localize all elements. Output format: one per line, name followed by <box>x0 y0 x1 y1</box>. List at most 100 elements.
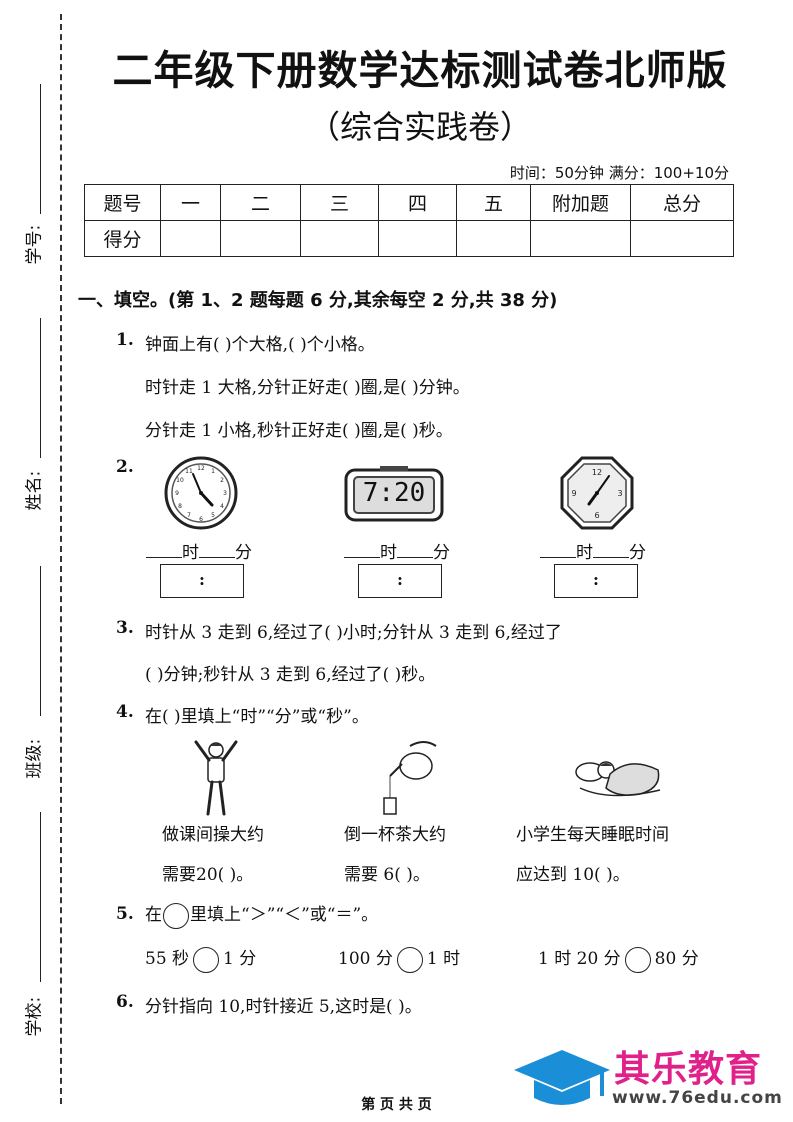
q6-line1: 分针指向 10,时针接近 5,这时是( )。 <box>145 997 422 1017</box>
digital-clock-icon <box>344 466 444 522</box>
time-answer-box[interactable]: : <box>160 564 244 598</box>
teapot-pouring-icon <box>383 741 437 815</box>
minute-blank[interactable] <box>593 544 629 558</box>
minute-label: 分 <box>629 543 646 563</box>
q2-blank-1: 时分 <box>146 538 252 563</box>
q2-blank-2: 时分 <box>344 538 450 563</box>
page-subtitle: （综合实践卷） <box>307 108 532 146</box>
q5-comparison-1: 55 秒 1 分 <box>145 944 256 973</box>
compare-left: 1 时 20 分 <box>538 949 621 969</box>
student-id-field: 学号: <box>14 84 50 284</box>
q3-line1: 时针从 3 走到 6,经过了( )小时;分针从 3 走到 6,经过了 <box>145 623 562 643</box>
score-cell: 三 <box>300 184 379 221</box>
q5-prefix: 在 <box>145 905 162 925</box>
brand-url: www.76edu.com <box>612 1088 783 1108</box>
name-label: 姓名: <box>24 470 45 511</box>
svg-text:8: 8 <box>178 503 182 510</box>
svg-text:7: 7 <box>187 512 191 519</box>
question-number: 3. <box>116 618 134 638</box>
score-input-cell[interactable] <box>456 220 531 257</box>
svg-text:10: 10 <box>176 477 184 484</box>
minute-blank[interactable] <box>199 544 235 558</box>
svg-text:6: 6 <box>199 516 203 523</box>
octagon-clock-icon: 12 3 6 9 <box>560 456 634 530</box>
score-input-cell[interactable] <box>378 220 457 257</box>
name-line[interactable] <box>40 318 41 458</box>
question-number: 2. <box>116 457 134 477</box>
q4-item1-line1: 做课间操大约 <box>162 825 264 845</box>
hour-blank[interactable] <box>146 544 182 558</box>
compare-left: 100 分 <box>338 949 393 969</box>
q4-item3-line2: 应达到 10( )。 <box>516 865 630 885</box>
compare-right: 80 分 <box>654 949 699 969</box>
compare-right: 1 分 <box>223 949 257 969</box>
brand-name: 其乐教育 <box>614 1049 763 1090</box>
compare-right: 1 时 <box>426 949 461 969</box>
q1-line1: 钟面上有( )个大格,( )个小格。 <box>145 335 375 355</box>
compare-circle-input[interactable] <box>193 946 220 973</box>
svg-text:2: 2 <box>220 477 224 484</box>
svg-text:12: 12 <box>592 468 602 477</box>
compare-left: 55 秒 <box>145 949 190 969</box>
svg-text:11: 11 <box>185 468 193 475</box>
hour-label: 时 <box>182 543 199 563</box>
score-cell: 五 <box>456 184 531 221</box>
minute-label: 分 <box>235 543 252 563</box>
score-table-score-row: 得分 <box>84 220 734 257</box>
score-input-cell[interactable] <box>630 220 734 257</box>
score-cell: 题号 <box>84 184 161 221</box>
score-cell: 总分 <box>630 184 734 221</box>
q4-item3-line1: 小学生每天睡眠时间 <box>516 825 669 845</box>
svg-text:6: 6 <box>594 511 599 520</box>
score-table-header-row: 题号 一 二 三 四 五 附加题 总分 <box>84 184 734 221</box>
hour-blank[interactable] <box>540 544 576 558</box>
svg-text:9: 9 <box>175 490 179 497</box>
sample-circle-icon <box>163 902 189 929</box>
q4-line1: 在( )里填上“时”“分”或“秒”。 <box>145 707 369 727</box>
question-number: 1. <box>116 330 134 350</box>
score-input-cell[interactable] <box>300 220 379 257</box>
q3-line2: ( )分钟;秒针从 3 走到 6,经过了( )秒。 <box>145 665 436 685</box>
question-number: 5. <box>116 904 134 924</box>
svg-text:5: 5 <box>211 512 215 519</box>
svg-text:9: 9 <box>571 489 576 498</box>
hour-blank[interactable] <box>344 544 380 558</box>
time-info: 时间：50分钟 满分：100+10分 <box>509 164 729 182</box>
school-line[interactable] <box>40 812 41 982</box>
svg-text:3: 3 <box>223 490 227 497</box>
time-answer-box[interactable]: : <box>554 564 638 598</box>
score-input-cell[interactable] <box>530 220 631 257</box>
q5-comparison-3: 1 时 20 分 80 分 <box>538 944 699 973</box>
class-field: 班级: <box>14 566 50 779</box>
page-footer: 第 页 共 页 <box>361 1097 432 1113</box>
page-title: 二年级下册数学达标测试卷北师版 <box>112 48 728 94</box>
hour-label: 时 <box>380 543 397 563</box>
graduation-cap-logo-icon <box>514 1050 610 1105</box>
exercising-boy-icon <box>194 740 238 816</box>
q4-item1-line2: 需要20( )。 <box>162 865 254 885</box>
binding-dashed-line <box>60 14 62 1104</box>
compare-circle-input[interactable] <box>396 946 423 973</box>
score-input-cell[interactable] <box>220 220 301 257</box>
school-field: 学校: <box>14 812 50 1042</box>
time-answer-box[interactable]: : <box>358 564 442 598</box>
score-table: 题号 一 二 三 四 五 附加题 总分 得分 <box>84 184 734 257</box>
svg-text:3: 3 <box>617 489 622 498</box>
q1-line3: 分针走 1 小格,秒针正好走( )圈,是( )秒。 <box>145 421 453 441</box>
q5-comparison-2: 100 分 1 时 <box>338 944 460 973</box>
q4-item2-line1: 倒一杯茶大约 <box>344 825 446 845</box>
q5-line1: 在里填上“＞”“＜”或“＝”。 <box>145 900 378 929</box>
question-number: 6. <box>116 992 134 1012</box>
compare-circle-input[interactable] <box>624 946 651 973</box>
score-input-cell[interactable] <box>160 220 221 257</box>
class-line[interactable] <box>40 566 41 716</box>
q4-item2-line2: 需要 6( )。 <box>344 865 430 885</box>
minute-label: 分 <box>433 543 450 563</box>
student-id-line[interactable] <box>40 84 41 214</box>
minute-blank[interactable] <box>397 544 433 558</box>
svg-text:1: 1 <box>211 468 215 475</box>
sleeping-child-icon <box>575 761 661 797</box>
score-cell: 二 <box>220 184 301 221</box>
student-id-label: 学号: <box>24 224 45 265</box>
